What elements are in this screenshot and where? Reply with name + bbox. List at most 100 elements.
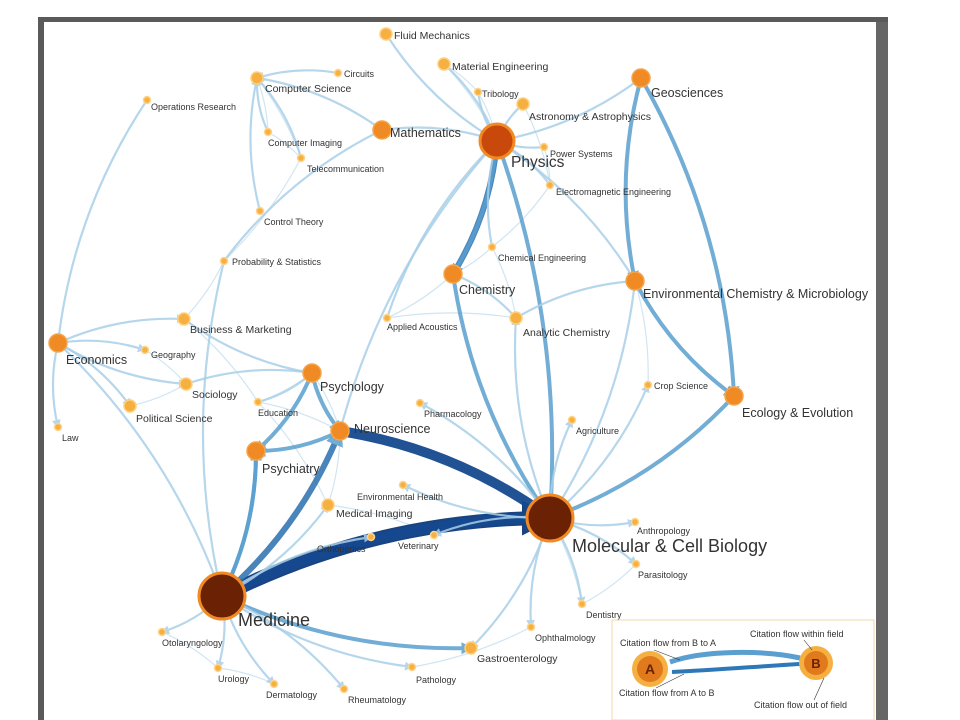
legend-text-a-to-b: Citation flow from A to B — [619, 688, 715, 698]
node-label-envhealth: Environmental Health — [357, 492, 443, 502]
edge-background — [129, 383, 187, 407]
legend-arrow-a-to-b — [671, 662, 801, 674]
node-label-cropsci: Crop Science — [654, 381, 708, 391]
node-label-geography: Geography — [151, 350, 196, 360]
node-derm[interactable] — [269, 679, 279, 689]
node-vet[interactable] — [429, 530, 439, 540]
node-circuits[interactable] — [333, 68, 343, 78]
node-probstat[interactable] — [219, 256, 229, 266]
node-label-control: Control Theory — [264, 217, 324, 227]
node-physics[interactable] — [478, 122, 516, 160]
node-sociology[interactable] — [179, 377, 193, 391]
node-label-circuits: Circuits — [344, 69, 375, 79]
node-telecom[interactable] — [296, 153, 306, 163]
node-chem[interactable] — [443, 264, 463, 284]
legend-arrow-b-to-a — [669, 649, 801, 665]
node-psychiatry[interactable] — [246, 441, 266, 461]
edge-telecom-to-compsci — [255, 76, 303, 160]
node-envhealth[interactable] — [398, 480, 408, 490]
edge-envchem-to-physics — [495, 139, 637, 283]
edge-analchem-to-envchem — [514, 277, 637, 320]
node-fluid[interactable] — [379, 27, 393, 41]
node-otolaryn[interactable] — [157, 627, 167, 637]
legend-text-b-to-a: Citation flow from B to A — [620, 638, 716, 648]
node-gastro[interactable] — [464, 641, 478, 655]
node-power[interactable] — [539, 142, 549, 152]
node-label-em: Electromagnetic Engineering — [556, 187, 671, 197]
nodes-layer — [48, 27, 744, 694]
legend-text-out: Citation flow out of field — [754, 700, 847, 710]
node-astro[interactable] — [516, 97, 530, 111]
node-medicine[interactable] — [197, 571, 247, 621]
node-control[interactable] — [255, 206, 265, 216]
legend-node-b — [804, 651, 828, 675]
node-label-envchem: Environmental Chemistry & Microbiology — [643, 287, 869, 301]
node-label-pharma: Pharmacology — [424, 409, 482, 419]
node-polisci[interactable] — [123, 399, 137, 413]
edge-neuro-to-physics — [338, 139, 499, 433]
edge-background — [491, 184, 551, 248]
node-mcb[interactable] — [525, 493, 575, 543]
node-cropsci[interactable] — [643, 380, 653, 390]
node-ophth[interactable] — [526, 622, 536, 632]
node-label-law: Law — [62, 433, 79, 443]
node-ecology[interactable] — [724, 386, 744, 406]
node-ortho[interactable] — [366, 532, 376, 542]
node-geography[interactable] — [140, 345, 150, 355]
node-label-fluid: Fluid Mechanics — [394, 30, 470, 42]
edge-mcb-to-medicine — [217, 513, 555, 601]
node-label-dentistry: Dentistry — [586, 610, 622, 620]
node-label-sociology: Sociology — [192, 389, 238, 401]
node-psych[interactable] — [302, 363, 322, 383]
node-agri[interactable] — [567, 415, 577, 425]
node-dentistry[interactable] — [577, 599, 587, 609]
node-label-vet: Veterinary — [398, 541, 439, 551]
node-neuro[interactable] — [330, 421, 350, 441]
node-label-pathology: Pathology — [416, 675, 457, 685]
edge-opsres-to-econ — [54, 98, 149, 345]
node-label-parasit: Parasitology — [638, 570, 688, 580]
edge-chem-to-physics — [450, 137, 505, 277]
node-geo[interactable] — [631, 68, 651, 88]
node-label-telecom: Telecommunication — [307, 164, 384, 174]
legend-label-a: A — [645, 661, 655, 677]
legend-pointer-2 — [655, 673, 685, 689]
node-opsres[interactable] — [142, 95, 152, 105]
node-education[interactable] — [253, 397, 263, 407]
node-label-physics: Physics — [511, 154, 565, 171]
node-analchem[interactable] — [509, 311, 523, 325]
node-acoustics[interactable] — [382, 313, 392, 323]
node-label-neuro: Neuroscience — [354, 422, 430, 436]
node-envchem[interactable] — [625, 271, 645, 291]
node-em[interactable] — [545, 180, 555, 190]
node-medimg[interactable] — [321, 498, 335, 512]
node-chemeng[interactable] — [487, 242, 497, 252]
edge-envchem-to-ecology — [633, 279, 736, 398]
edge-probstat-to-math — [222, 128, 384, 263]
node-pharma[interactable] — [415, 398, 425, 408]
node-econ[interactable] — [48, 333, 68, 353]
node-materials[interactable] — [437, 57, 451, 71]
scrollbar[interactable] — [876, 22, 888, 720]
node-compsci[interactable] — [250, 71, 264, 85]
node-label-math: Mathematics — [390, 126, 461, 140]
node-label-geo: Geosciences — [651, 86, 723, 100]
node-label-gastro: Gastroenterology — [477, 653, 558, 665]
node-rheum[interactable] — [339, 684, 349, 694]
node-compimg[interactable] — [263, 127, 273, 137]
node-math[interactable] — [372, 120, 392, 140]
node-parasit[interactable] — [631, 559, 641, 569]
node-law[interactable] — [53, 422, 63, 432]
node-label-analchem: Analytic Chemistry — [523, 327, 611, 339]
node-pathology[interactable] — [407, 662, 417, 672]
edge-business-to-psych — [182, 317, 314, 377]
node-anthro[interactable] — [630, 517, 640, 527]
node-label-compimg: Computer Imaging — [268, 138, 342, 148]
node-label-opsres: Operations Research — [151, 102, 236, 112]
node-business[interactable] — [177, 312, 191, 326]
edge-econ-to-business — [56, 314, 186, 345]
node-urology[interactable] — [213, 663, 223, 673]
node-label-otolaryn: Otolaryngology — [162, 638, 223, 648]
node-tribology[interactable] — [473, 87, 483, 97]
